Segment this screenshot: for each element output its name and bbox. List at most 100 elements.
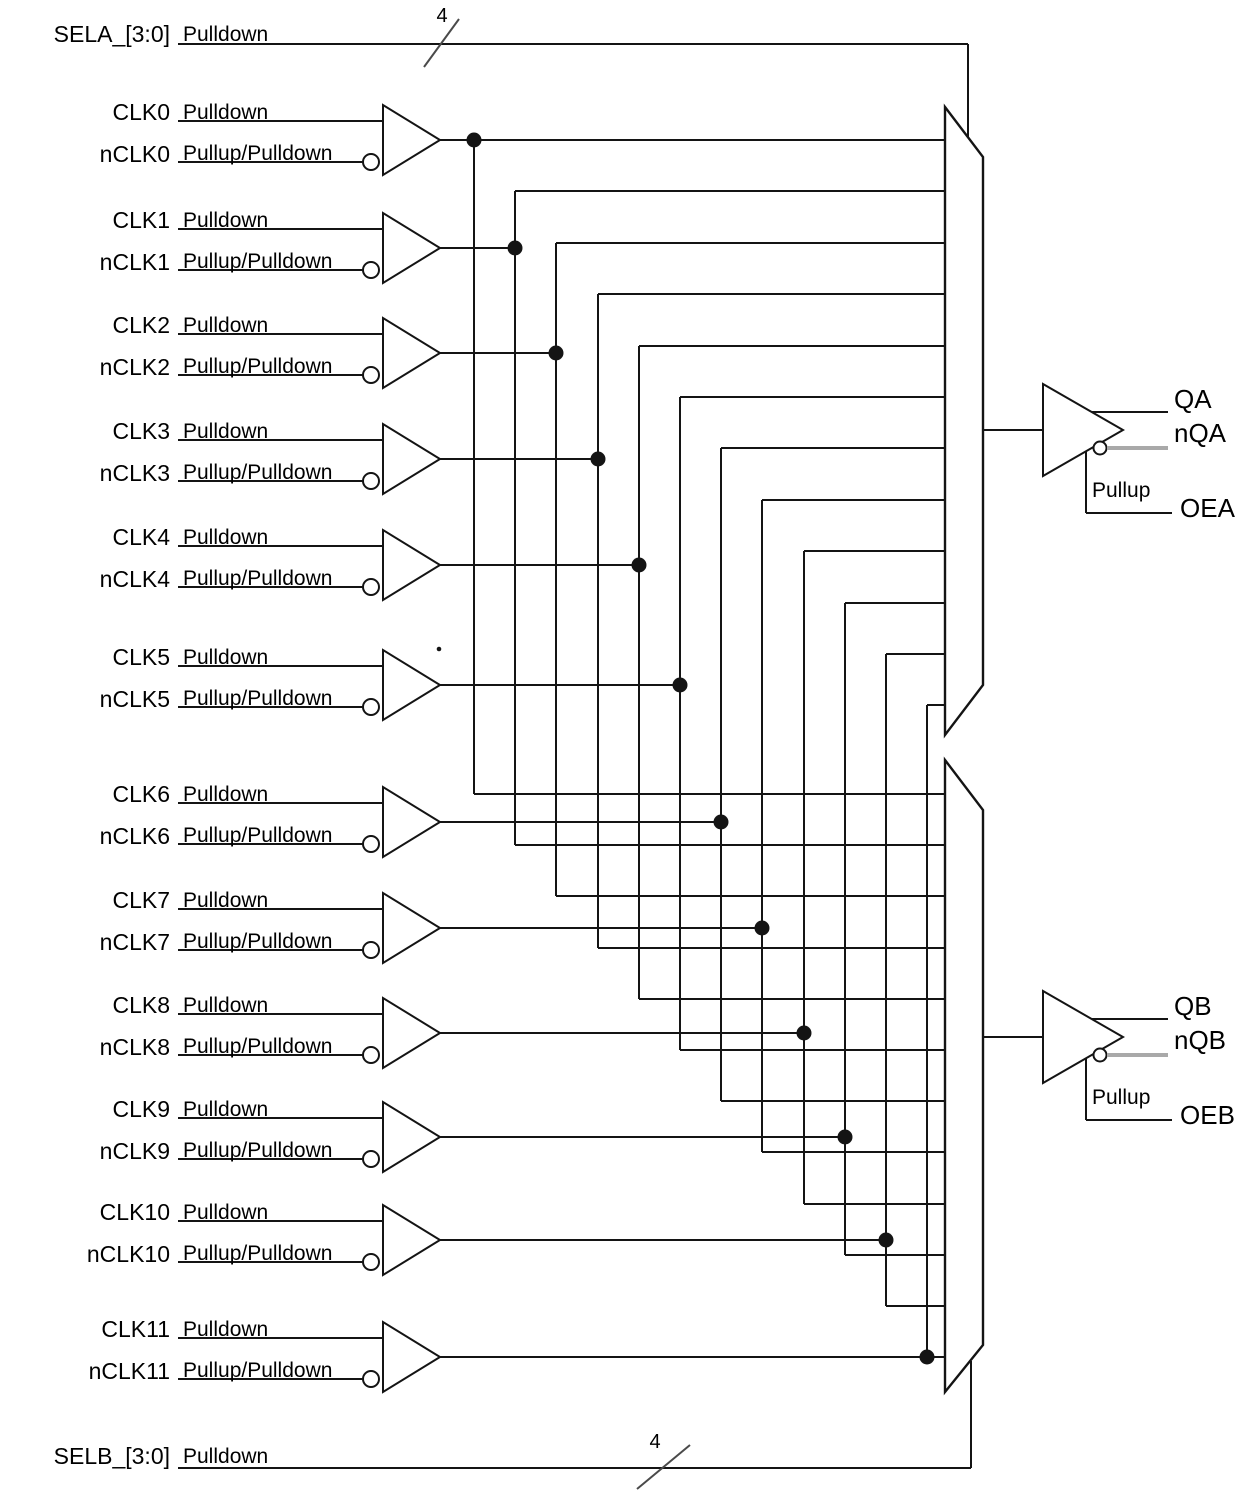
sela-pulldown-label: Pulldown (183, 23, 269, 46)
sela-bus-width-label: 4 (436, 5, 448, 27)
clk-pulldown-label-7: Pulldown (183, 889, 269, 912)
clk-label-2: CLK2 (112, 312, 170, 338)
nclk-label-9: nCLK9 (99, 1138, 170, 1164)
junction-dot-1 (507, 240, 523, 256)
clk-label-10: CLK10 (99, 1199, 170, 1225)
sela-bus-width-slash (423, 18, 460, 68)
nclk-pullup-label-2: Pullup/Pulldown (183, 355, 333, 378)
mux-b (943, 756, 985, 1396)
clk-pulldown-label-3: Pulldown (183, 420, 269, 443)
nclk-label-0: nCLK0 (99, 141, 170, 167)
nclk-label-8: nCLK8 (99, 1034, 170, 1060)
inverting-input-bubble-10 (362, 1253, 380, 1271)
nclk-pullup-label-5: Pullup/Pulldown (183, 687, 333, 710)
nclk-pullup-label-3: Pullup/Pulldown (183, 461, 333, 484)
clk-label-9: CLK9 (112, 1096, 170, 1122)
stray-mark (436, 646, 442, 652)
nclk-label-2: nCLK2 (99, 354, 170, 380)
input-buffer-10 (382, 1203, 442, 1277)
nqb-bubble (1092, 1047, 1108, 1063)
selb-pulldown-label: Pulldown (183, 1445, 269, 1468)
clk-label-6: CLK6 (112, 781, 170, 807)
nclk-label-4: nCLK4 (99, 566, 170, 592)
clk-pulldown-label-1: Pulldown (183, 209, 269, 232)
clk-pulldown-label-4: Pulldown (183, 526, 269, 549)
nclk-label-11: nCLK11 (88, 1358, 170, 1384)
clk-label-5: CLK5 (112, 644, 170, 670)
nclk-pullup-label-1: Pullup/Pulldown (183, 250, 333, 273)
nclk-pullup-label-0: Pullup/Pulldown (183, 142, 333, 165)
clk-pulldown-label-5: Pulldown (183, 646, 269, 669)
junction-dot-11 (919, 1349, 935, 1365)
inverting-input-bubble-1 (362, 261, 380, 279)
input-buffer-3 (382, 422, 442, 496)
input-buffer-9 (382, 1100, 442, 1174)
mux-a (943, 103, 985, 739)
oeb-enable-label: OEB (1180, 1100, 1235, 1130)
junction-dot-8 (796, 1025, 812, 1041)
nclk-pullup-label-4: Pullup/Pulldown (183, 567, 333, 590)
junction-dot-9 (837, 1129, 853, 1145)
junction-dot-7 (754, 920, 770, 936)
nclk-label-3: nCLK3 (99, 460, 170, 486)
inverting-input-bubble-4 (362, 578, 380, 596)
qa-output-label: QA (1174, 384, 1212, 414)
inverting-input-bubble-11 (362, 1370, 380, 1388)
clk-pulldown-label-2: Pulldown (183, 314, 269, 337)
clk-label-3: CLK3 (112, 418, 170, 444)
clk-pulldown-label-8: Pulldown (183, 994, 269, 1017)
clk-label-7: CLK7 (112, 887, 170, 913)
input-buffer-1 (382, 211, 442, 285)
clk-label-11: CLK11 (101, 1316, 170, 1342)
output-buffer-b (1042, 989, 1126, 1085)
inverting-input-bubble-5 (362, 698, 380, 716)
sela-bus-label: SELA_[3:0] (53, 21, 170, 47)
nclk-label-6: nCLK6 (99, 823, 170, 849)
selb-bus-width-slash (636, 1444, 691, 1490)
junction-dot-4 (631, 557, 647, 573)
selb-bus-width-label: 4 (649, 1431, 661, 1453)
junction-dot-6 (713, 814, 729, 830)
input-buffer-7 (382, 891, 442, 965)
inverting-input-bubble-0 (362, 153, 380, 171)
junction-dot-5 (672, 677, 688, 693)
junction-dot-0 (466, 132, 482, 148)
nclk-label-10: nCLK10 (86, 1241, 170, 1267)
nclk-pullup-label-10: Pullup/Pulldown (183, 1242, 333, 1265)
nclk-pullup-label-7: Pullup/Pulldown (183, 930, 333, 953)
inverting-input-bubble-3 (362, 472, 380, 490)
inverting-input-bubble-9 (362, 1150, 380, 1168)
input-buffer-8 (382, 996, 442, 1070)
selb-bus-label: SELB_[3:0] (53, 1443, 170, 1469)
nclk-pullup-label-6: Pullup/Pulldown (183, 824, 333, 847)
clk-label-4: CLK4 (112, 524, 170, 550)
inverting-input-bubble-7 (362, 941, 380, 959)
input-buffer-4 (382, 528, 442, 602)
junction-dot-3 (590, 451, 606, 467)
input-buffer-11 (382, 1320, 442, 1394)
clk-label-0: CLK0 (112, 99, 170, 125)
clk-pulldown-label-0: Pulldown (183, 101, 269, 124)
junction-dot-10 (878, 1232, 894, 1248)
junction-dot-2 (548, 345, 564, 361)
input-buffer-0 (382, 103, 442, 177)
input-buffer-2 (382, 316, 442, 390)
nclk-pullup-label-9: Pullup/Pulldown (183, 1139, 333, 1162)
inverting-input-bubble-2 (362, 366, 380, 384)
inverting-input-bubble-8 (362, 1046, 380, 1064)
clk-label-1: CLK1 (112, 207, 170, 233)
nclk-label-1: nCLK1 (99, 249, 170, 275)
clk-pulldown-label-6: Pulldown (183, 783, 269, 806)
nqb-output-label: nQB (1174, 1025, 1227, 1055)
clk-pulldown-label-11: Pulldown (183, 1318, 269, 1341)
nclk-pullup-label-11: Pullup/Pulldown (183, 1359, 333, 1382)
clk-pulldown-label-10: Pulldown (183, 1201, 269, 1224)
oeb-pullup-label: Pullup (1092, 1086, 1151, 1109)
input-buffer-5 (382, 648, 442, 722)
oea-pullup-label: Pullup (1092, 479, 1151, 502)
nclk-label-7: nCLK7 (99, 929, 170, 955)
clk-pulldown-label-9: Pulldown (183, 1098, 269, 1121)
qb-output-label: QB (1174, 991, 1212, 1021)
